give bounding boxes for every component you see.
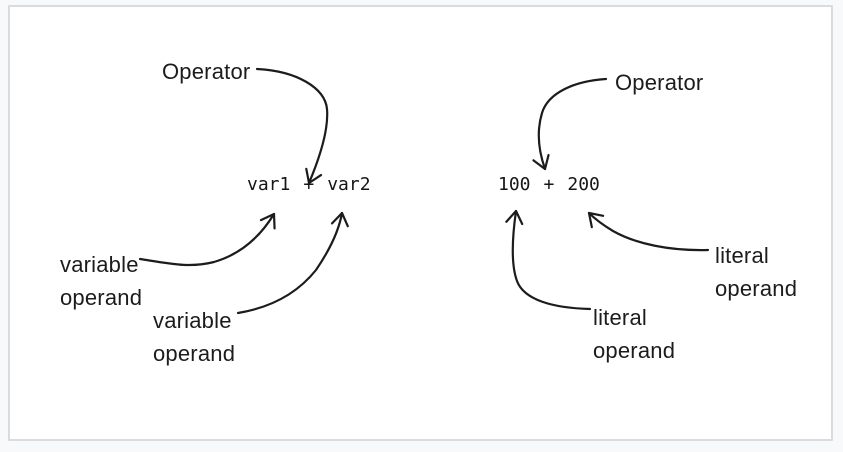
right-expression-operand2: 200 (567, 174, 600, 195)
left-expression: var1 + var2 (247, 172, 371, 198)
left-expression-operand2: var2 (327, 174, 371, 195)
left-variable-operand1-label: variable operand (60, 252, 143, 310)
left-operator-label: Operator (162, 59, 251, 84)
diagram-panel-border (8, 5, 833, 441)
right-operator-label: Operator (615, 70, 704, 95)
right-expression: 100 + 200 (498, 172, 600, 198)
left-variable-operand2-label: variable operand (153, 308, 236, 366)
left-expression-operator: + (303, 174, 315, 195)
right-literal-operand2-label: literal operand (715, 243, 798, 301)
right-expression-operator: + (543, 174, 555, 195)
left-expression-operand1: var1 (247, 174, 291, 195)
right-expression-operand1: 100 (498, 174, 531, 195)
right-literal-operand1-label: literal operand (593, 305, 676, 363)
